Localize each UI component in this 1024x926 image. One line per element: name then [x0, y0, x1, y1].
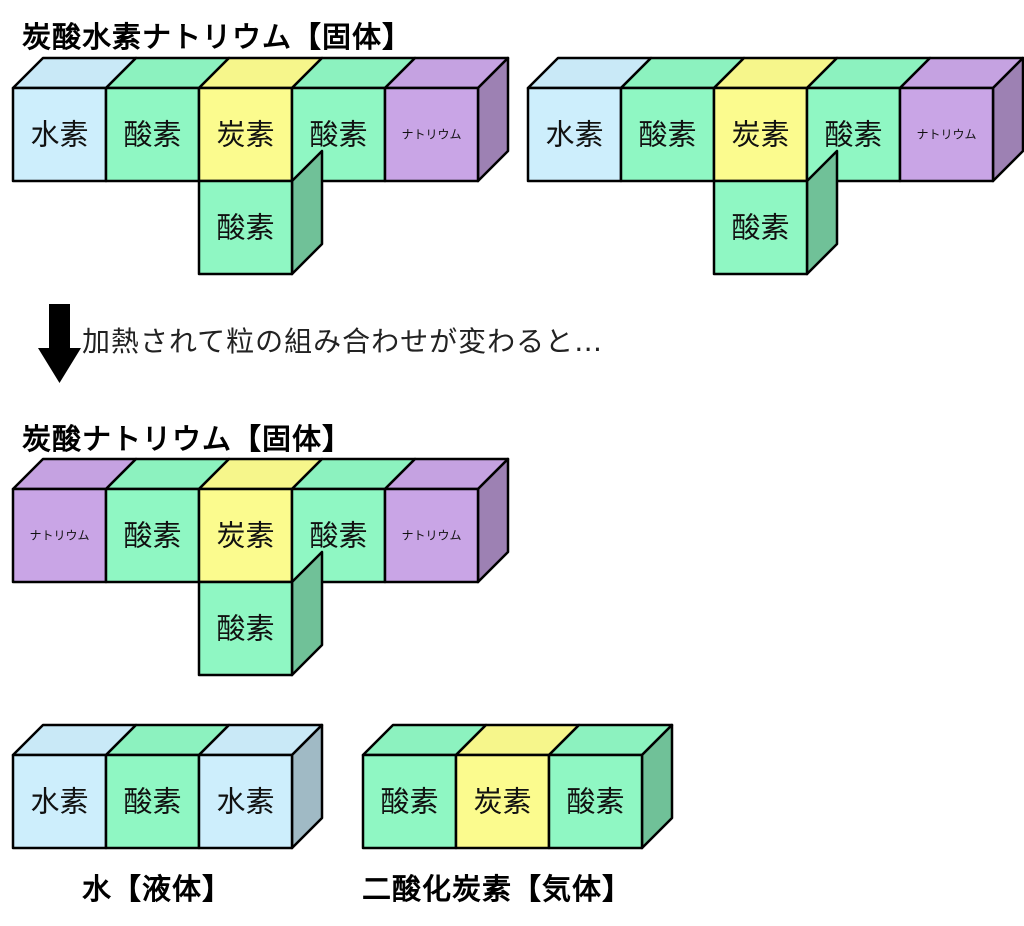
atom-label: ナトリウム: [401, 128, 461, 142]
atom-block: 水素: [526, 56, 653, 183]
arrow-caption: 加熱されて粒の組み合わせが変わると…: [82, 325, 604, 358]
atom-label: 酸素: [123, 519, 181, 553]
atom-block: 水素: [197, 723, 324, 850]
molecule-baking-soda-1: 水素酸素炭素酸素ナトリウム酸素: [11, 56, 510, 276]
atom-block: ナトリウム: [383, 56, 510, 183]
title-sodium-carbonate: 炭酸ナトリウム【固体】: [22, 422, 353, 456]
atom-block: 炭素: [454, 723, 581, 850]
atom-block: 水素: [11, 723, 138, 850]
molecule-carbon-dioxide: 酸素 炭素 酸素: [361, 723, 674, 850]
atom-label: 酸素: [824, 118, 882, 152]
atom-label: 炭素: [216, 118, 274, 152]
block-front-face: [197, 580, 294, 677]
atom-label: 水素: [30, 118, 88, 152]
atom-label: 炭素: [731, 118, 789, 152]
atom-block: 酸素: [547, 723, 674, 850]
atom-label: 酸素: [309, 118, 367, 152]
atom-block: ナトリウム: [898, 56, 1024, 183]
atom-block: 酸素: [104, 457, 231, 584]
block-front-face: [383, 487, 480, 584]
atom-label: ナトリウム: [29, 529, 89, 543]
atom-label: 炭素: [473, 785, 531, 819]
molecule-baking-soda-2: 水素酸素炭素酸素ナトリウム酸素: [526, 56, 1024, 276]
atom-label: 酸素: [731, 211, 789, 245]
atom-label: 酸素: [123, 118, 181, 152]
atom-label: ナトリウム: [916, 128, 976, 142]
molecule-water: 水素 酸素 水素: [11, 723, 324, 850]
atom-label: 水素: [30, 785, 88, 819]
block-front-face: [898, 86, 995, 183]
atom-block: ナトリウム: [383, 457, 510, 584]
atom-block: 酸素: [104, 723, 231, 850]
atom-block: 酸素: [197, 550, 324, 677]
atom-label: 炭素: [216, 519, 274, 553]
molecule-sodium-carbonate: ナトリウム酸素炭素酸素ナトリウム酸素: [11, 457, 510, 677]
down-arrow-icon: [38, 304, 81, 383]
atom-label: 酸素: [309, 519, 367, 553]
block-front-face: [712, 179, 809, 276]
atom-label: 酸素: [638, 118, 696, 152]
atom-label: 酸素: [380, 785, 438, 819]
atom-block: 酸素: [197, 149, 324, 276]
atom-label: ナトリウム: [401, 529, 461, 543]
atom-label: 酸素: [216, 211, 274, 245]
block-front-face: [383, 86, 480, 183]
title-carbon-dioxide: 二酸化炭素【気体】: [362, 872, 633, 906]
block-front-face: [547, 753, 644, 850]
block-front-face: [197, 753, 294, 850]
block-front-face: [197, 179, 294, 276]
atom-label: 酸素: [566, 785, 624, 819]
atom-block: 酸素: [712, 149, 839, 276]
atom-block: 炭素: [712, 56, 839, 183]
atom-label: 水素: [545, 118, 603, 152]
title-water: 水【液体】: [82, 872, 233, 906]
title-baking-soda: 炭酸水素ナトリウム【固体】: [22, 20, 413, 54]
atom-label: 酸素: [216, 612, 274, 646]
atom-label: 酸素: [123, 785, 181, 819]
atom-label: 水素: [216, 785, 274, 819]
